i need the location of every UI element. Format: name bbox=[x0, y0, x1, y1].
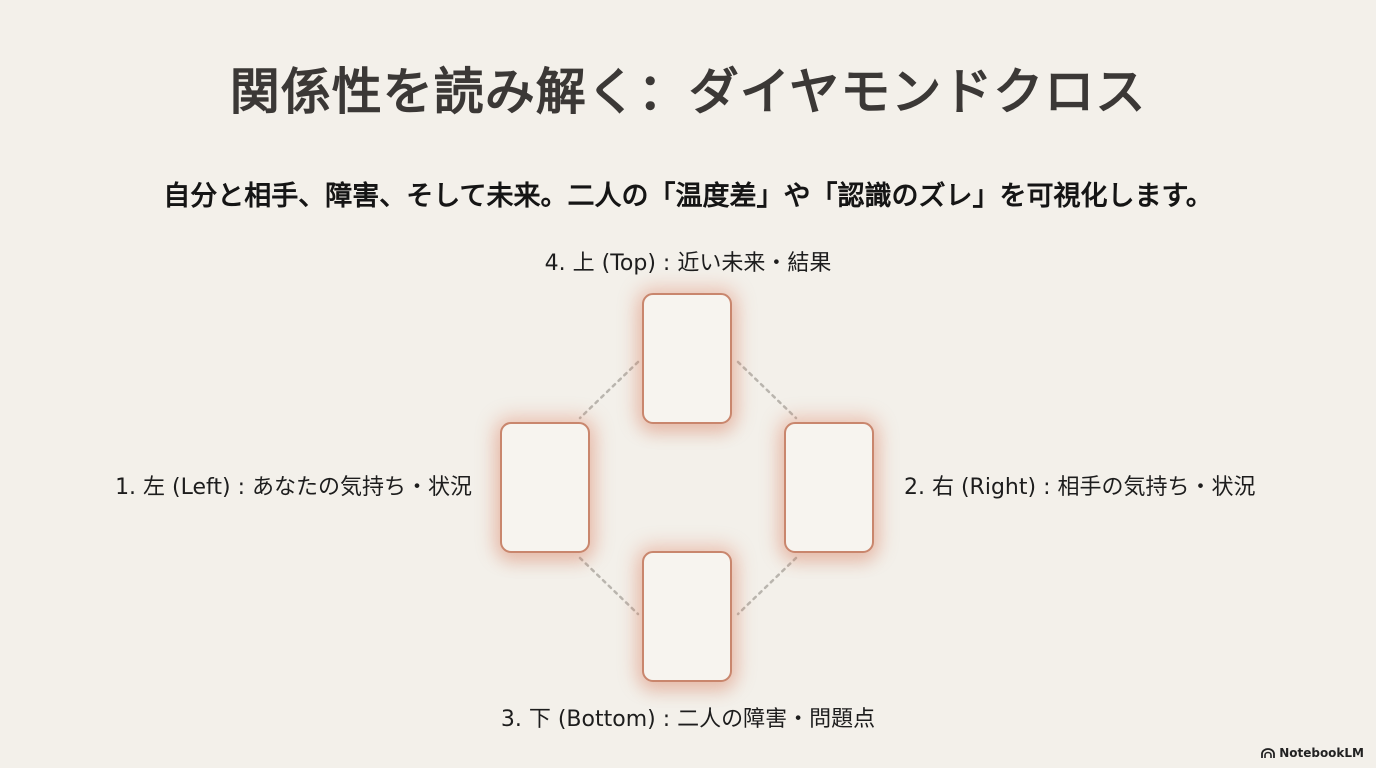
slide-subtitle: 自分と相手、障害、そして未来。二人の「温度差」や「認識のズレ」を可視化します。 bbox=[163, 181, 1213, 212]
slide-title: 関係性を読み解く：ダイヤモンドクロス bbox=[229, 62, 1147, 121]
connector-bottom-left bbox=[578, 556, 640, 616]
label-left-position: 1. 左 (Left) : あなたの気持ち・状況 bbox=[115, 475, 472, 500]
card-top bbox=[642, 293, 732, 424]
connector-bottom-right bbox=[736, 556, 798, 616]
label-right-position: 2. 右 (Right) : 相手の気持ち・状況 bbox=[904, 475, 1256, 500]
connector-top-right bbox=[736, 360, 798, 420]
card-bottom bbox=[642, 551, 732, 682]
card-left bbox=[500, 422, 590, 553]
notebooklm-logo-icon bbox=[1261, 747, 1276, 759]
label-top-position: 4. 上 (Top) : 近い未来・結果 bbox=[544, 251, 832, 276]
card-right bbox=[784, 422, 874, 553]
notebooklm-badge: NotebookLM bbox=[1261, 746, 1364, 760]
notebooklm-brand: NotebookLM bbox=[1279, 746, 1364, 760]
label-bottom-position: 3. 下 (Bottom) : 二人の障害・問題点 bbox=[500, 707, 876, 732]
connector-top-left bbox=[578, 360, 640, 420]
